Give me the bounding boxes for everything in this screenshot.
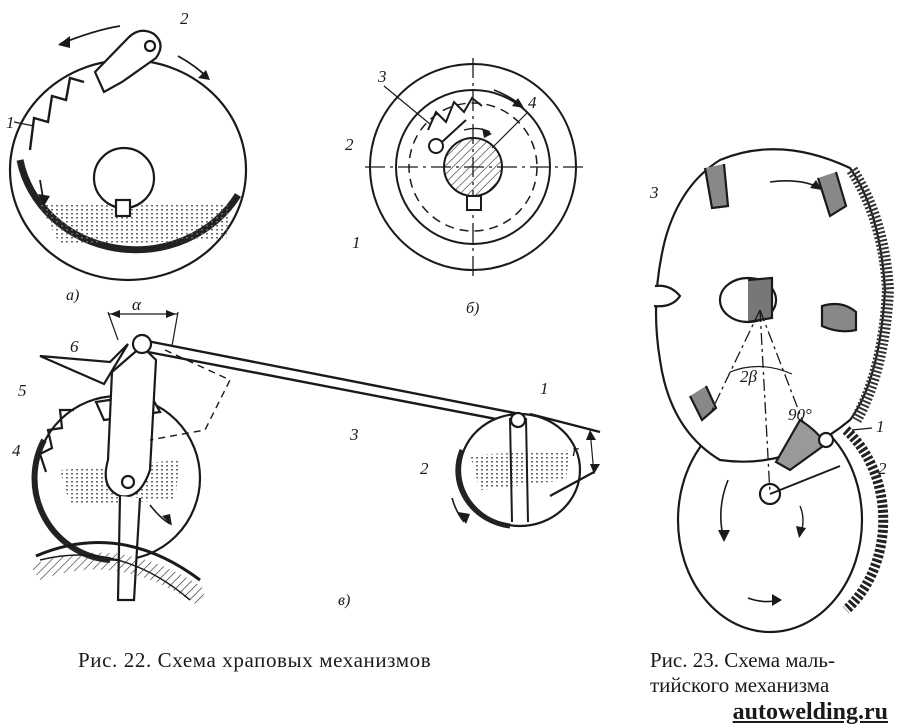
label-alpha: α [132, 295, 142, 314]
caption-figure-23: Рис. 23. Схема маль- тийского механизма [650, 648, 835, 698]
label-b-1: 1 [352, 233, 361, 252]
watermark: autowelding.ru [732, 699, 888, 725]
ratchet-v [30, 310, 601, 606]
maltese-mechanism [653, 148, 895, 634]
label-23-2: 2 [878, 459, 887, 478]
caption-figure-23-line1: Рис. 23. Схема маль- [650, 648, 835, 672]
label-b-3: 3 [377, 67, 387, 86]
label-a-1: 1 [6, 113, 15, 132]
label-v-2: 2 [420, 459, 429, 478]
label-r: r [572, 441, 579, 460]
label-23-1: 1 [876, 417, 885, 436]
label-23-3: 3 [649, 183, 659, 202]
sublabel-a: а) [66, 287, 79, 304]
label-2beta: 2β [740, 367, 758, 386]
caption-figure-22: Рис. 22. Схема храповых механизмов [78, 648, 432, 672]
ratchet-b [365, 58, 585, 278]
ratchet-a [8, 25, 248, 282]
label-b-4: 4 [528, 93, 537, 112]
label-a-2: 2 [180, 9, 189, 28]
label-v-6: 6 [70, 337, 79, 356]
label-v-5: 5 [18, 381, 27, 400]
label-v-3: 3 [349, 425, 359, 444]
label-b-2: 2 [345, 135, 354, 154]
label-90deg: 90° [788, 405, 812, 424]
label-v-4: 4 [12, 441, 21, 460]
sublabel-b: б) [466, 300, 479, 317]
label-v-1: 1 [540, 379, 549, 398]
sublabel-v: в) [338, 592, 350, 609]
caption-figure-23-line2: тийского механизма [650, 673, 830, 697]
